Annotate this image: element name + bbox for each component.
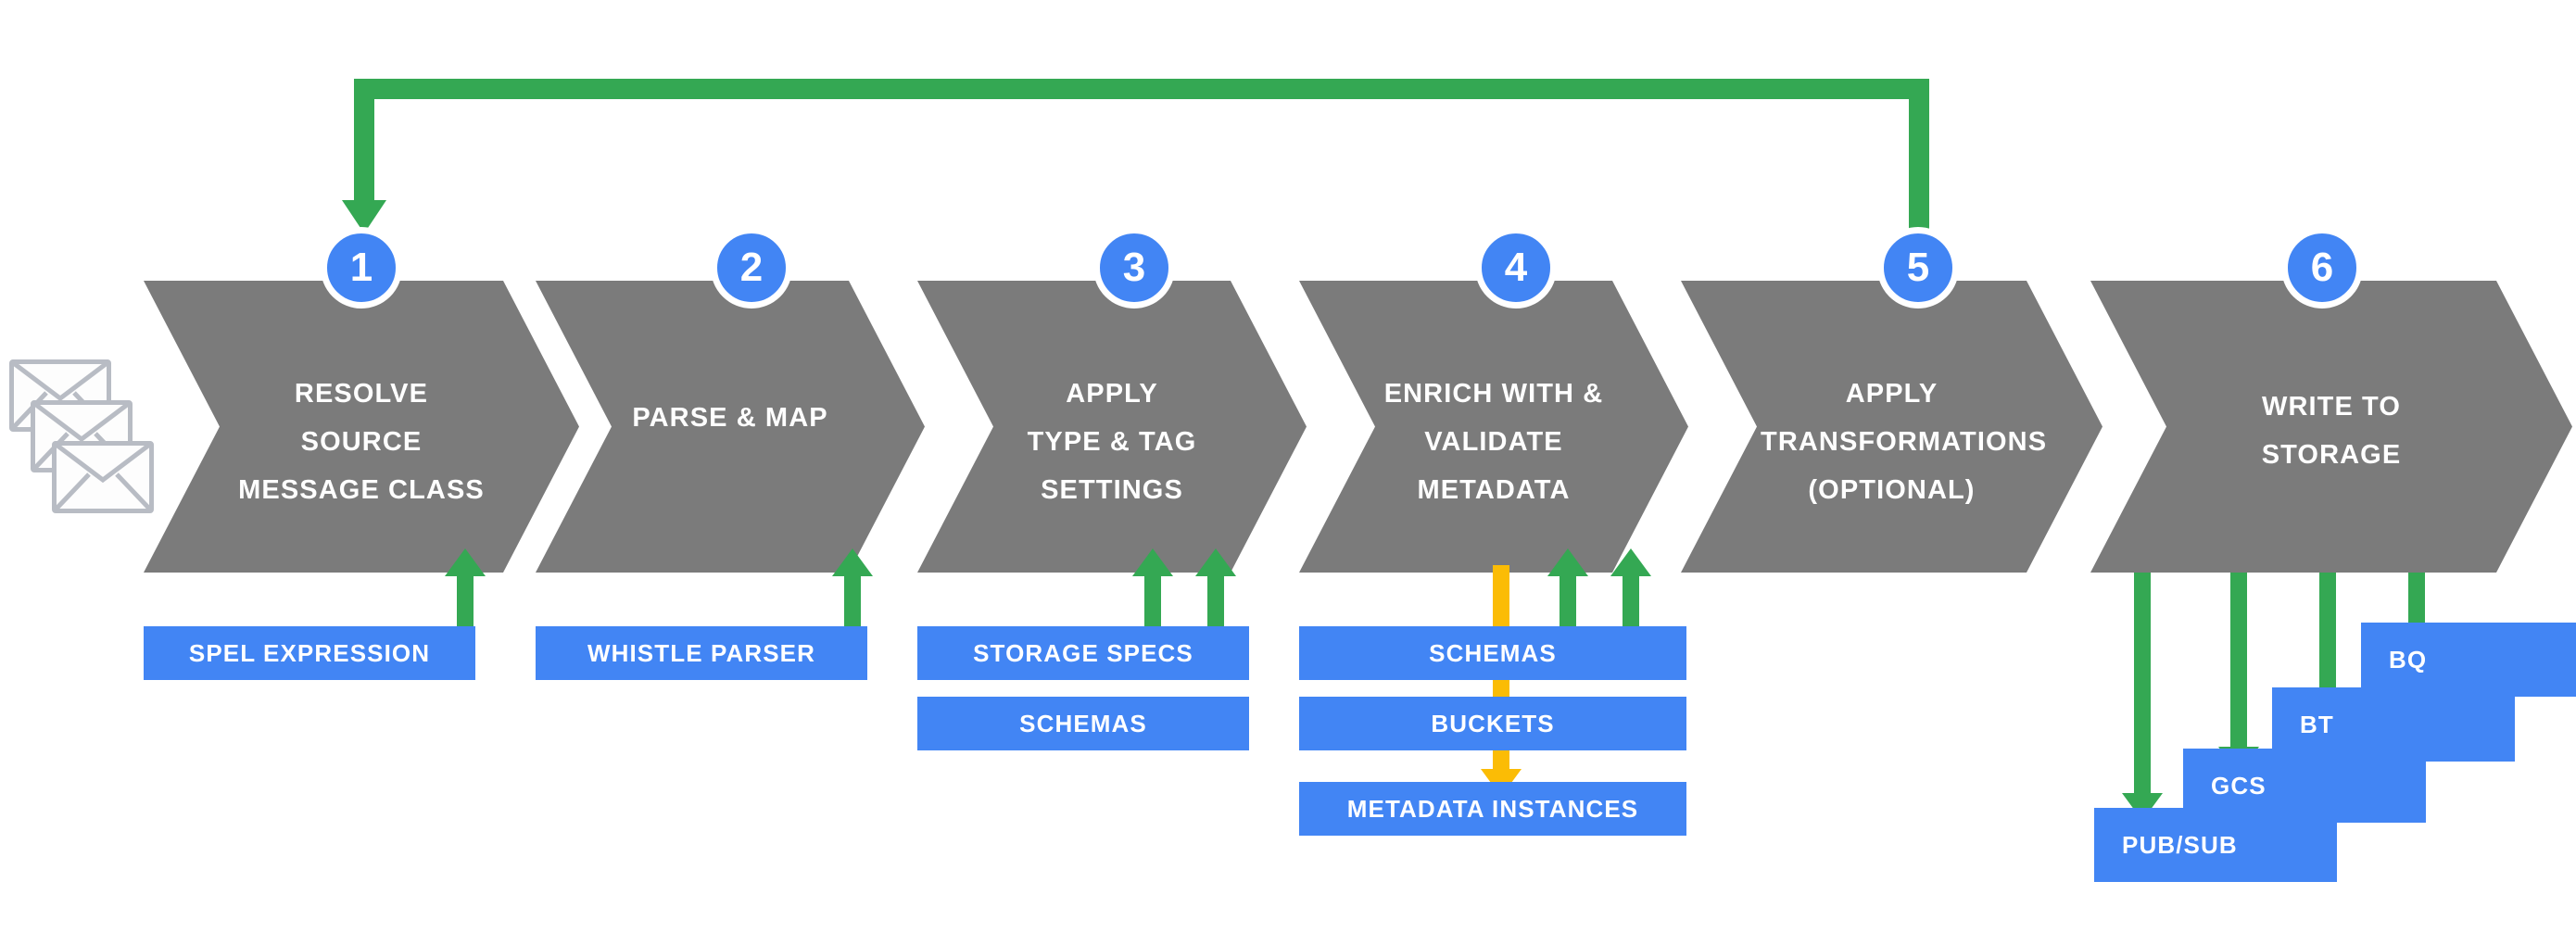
step-number-1: 1	[349, 245, 373, 290]
feedback-loop-left-segment	[354, 79, 374, 208]
step-number-badge-6: 6	[2281, 227, 2363, 309]
pipeline-step-1-label: RESOLVE SOURCE MESSAGE CLASS	[238, 379, 485, 505]
pipeline-step-2-label: PARSE & MAP	[632, 403, 828, 433]
step-number-badge-3: 3	[1093, 227, 1175, 309]
arrow-step-6-to-pub-sub	[2122, 573, 2163, 821]
pipeline-step-4[interactable]: ENRICH WITH & VALIDATE METADATA	[1299, 281, 1688, 573]
feedback-loop-top-segment	[354, 79, 1929, 99]
resource-box-storage-specs[interactable]: STORAGE SPECS	[917, 626, 1249, 680]
step-number-badge-1: 1	[321, 227, 402, 309]
storage-label: BQ	[2389, 645, 2428, 674]
pipeline-step-1[interactable]: RESOLVE SOURCE MESSAGE CLASS	[144, 281, 579, 573]
storage-label: PUB/SUB	[2122, 830, 2238, 859]
step-number-4: 4	[1504, 245, 1528, 290]
pipeline-step-4-label: ENRICH WITH & VALIDATE METADATA	[1383, 379, 1604, 505]
pipeline-step-2[interactable]: PARSE & MAP	[536, 281, 925, 573]
storage-label: BT	[2300, 710, 2334, 738]
resource-label: SCHEMAS	[1019, 709, 1147, 737]
step-number-badge-4: 4	[1475, 227, 1557, 309]
storage-label: GCS	[2211, 771, 2267, 800]
resource-label: METADATA INSTANCES	[1346, 794, 1639, 823]
pipeline-step-6-label: WRITE TO STORAGE	[2261, 392, 2402, 470]
resource-label: WHISTLE PARSER	[587, 638, 816, 667]
arrow-schemas-to-step-4	[1610, 548, 1651, 632]
resource-box-whistle-parser[interactable]: WHISTLE PARSER	[536, 626, 867, 680]
arrow-step-4-to-metadata-instances	[1481, 565, 1522, 797]
step-number-6: 6	[2310, 245, 2334, 290]
resource-box-buckets[interactable]: BUCKETS	[1299, 697, 1686, 750]
step-number-2: 2	[739, 245, 764, 290]
step-number-badge-5: 5	[1877, 227, 1959, 309]
step-number-3: 3	[1122, 245, 1146, 290]
pipeline-step-3-label: APPLY TYPE & TAG SETTINGS	[1027, 379, 1197, 505]
envelope-icon	[52, 441, 154, 513]
storage-target-pub-sub[interactable]: PUB/SUB	[2094, 808, 2337, 882]
arrow-step-6-to-gcs	[2218, 573, 2259, 775]
step-number-badge-2: 2	[711, 227, 792, 309]
pipeline-step-5-label: APPLY TRANSFORMATIONS (OPTIONAL)	[1761, 379, 2048, 505]
resource-box-spel-expression[interactable]: SPEL EXPRESSION	[144, 626, 475, 680]
resource-label: STORAGE SPECS	[973, 638, 1193, 667]
arrow-storage-specs-to-step-3	[1132, 548, 1173, 632]
resource-label: SCHEMAS	[1429, 638, 1557, 667]
resource-label: SPEL EXPRESSION	[188, 638, 431, 667]
pipeline-step-5[interactable]: APPLY TRANSFORMATIONS (OPTIONAL)	[1681, 281, 2102, 573]
resource-box-schemas-step4[interactable]: SCHEMAS	[1299, 626, 1686, 680]
storage-target-bq[interactable]: BQ	[2361, 623, 2576, 697]
pipeline-step-3[interactable]: APPLY TYPE & TAG SETTINGS	[917, 281, 1307, 573]
resource-label: BUCKETS	[1431, 709, 1555, 737]
step-number-5: 5	[1906, 245, 1930, 290]
arrow-whistle-parser-to-step-2	[832, 548, 873, 632]
resource-box-metadata-instances[interactable]: METADATA INSTANCES	[1299, 782, 1686, 836]
resource-box-schemas-step3[interactable]: SCHEMAS	[917, 697, 1249, 750]
arrow-spel-expression-to-step-1	[445, 548, 486, 632]
pipeline-step-6[interactable]: WRITE TO STORAGE	[2090, 281, 2572, 573]
